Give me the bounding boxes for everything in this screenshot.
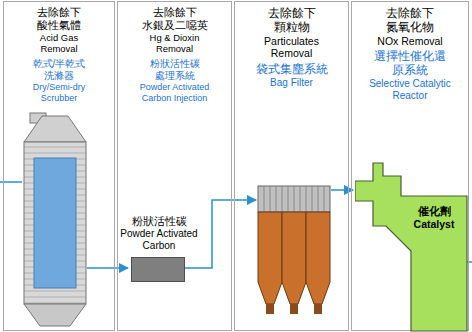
node-text: Powder Activated Carbon [118, 228, 200, 252]
node-text: 粉狀活性碳 處理系統 [143, 58, 205, 83]
node-text: Catalyst [414, 218, 455, 231]
carbon-injection-box: 粉狀活性碳Powder Activated Carbon [131, 257, 185, 282]
node-text: Bag Filter [270, 77, 313, 89]
node-text: 乾式/半乾式 洗滌器 [28, 58, 90, 83]
node-text: Selective Catalytic Reactor [369, 78, 451, 102]
node-text: 袋式集塵系統 [256, 63, 328, 77]
node-text: NOx Removal [377, 35, 442, 48]
node-text: Hg & Dioxin Removal [140, 32, 210, 55]
node-title: 粉狀活性碳 [132, 215, 187, 228]
node-text: Acid Gas Removal [28, 32, 90, 55]
node-title: 去除餘下 氮氧化物 [380, 6, 440, 35]
node-text: Particulates Removal [257, 35, 327, 60]
process-panel: 去除餘下 顆粒物Particulates Removal 袋式集塵系統Bag Fi… [234, 1, 349, 331]
process-panel: 粉狀活性碳Powder Activated Carbon 去除餘下 水銀及二噁英H… [117, 1, 232, 331]
text-holder: 催化劑Catalyst [403, 205, 465, 231]
node-title: 催化劑 [418, 205, 451, 218]
scr-reactor: 催化劑Catalyst [355, 161, 469, 332]
node-title: 去除餘下 水銀及二噁英 [137, 6, 213, 32]
reactor-outline [355, 161, 469, 332]
node-text: 選擇性催化還 原系統 [370, 50, 451, 78]
scrubber-tower [24, 113, 86, 326]
node-title: 去除餘下 顆粒物 [262, 6, 322, 35]
text-holder: 粉狀活性碳Powder Activated Carbon [118, 215, 200, 252]
node-text: Dry/Semi-dry Scrubber [19, 82, 99, 104]
node-title: 去除餘下 酸性氣體 [32, 6, 86, 32]
reactor-body [355, 163, 467, 331]
bag-filter [258, 186, 330, 314]
process-panel: 催化劑Catalyst 去除餘下 氮氧化物NOx Removal 選擇性催化還 原系… [351, 1, 469, 331]
process-panel: 去除餘下 酸性氣體Acid Gas Removal 乾式/半乾式 洗滌器Dry/S… [3, 1, 115, 331]
node-text: Powder Activated Carbon Injection [130, 82, 220, 104]
